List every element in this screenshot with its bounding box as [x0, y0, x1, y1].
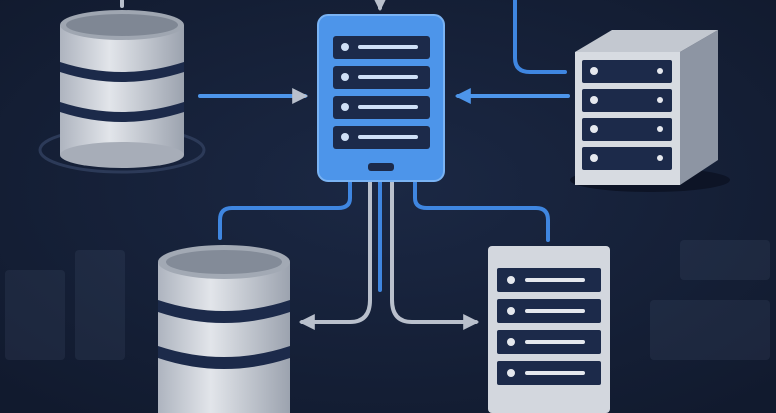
line-top-right [513, 0, 567, 74]
connectors [120, 0, 570, 330]
server-rack-icon-bottom-right [488, 246, 610, 413]
database-icon-top-left [38, 10, 206, 174]
database-icon-bottom-left [158, 245, 290, 413]
arrow-to-bottom-server [390, 180, 480, 330]
server-rack-icon-right [570, 30, 730, 192]
line-to-bottom-left [218, 180, 352, 240]
background-ghost-panels [5, 240, 770, 360]
server-icon-central [317, 14, 445, 182]
line-to-bottom-right [413, 180, 550, 242]
arrow-to-bottom-db [298, 180, 372, 330]
